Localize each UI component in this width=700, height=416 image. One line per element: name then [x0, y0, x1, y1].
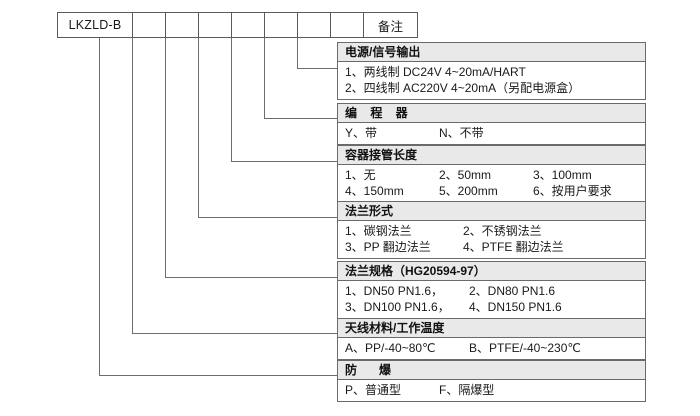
spec-block-explosion-proof: 防 爆 P、普通型 F、隔爆型	[337, 360, 646, 402]
spec-block-flange-type: 法兰形式 1、碳钢法兰 2、不锈钢法兰 3、PP 翻边法兰 4、PTFE 翻边法…	[337, 201, 646, 259]
block-body: 1、碳钢法兰 2、不锈钢法兰 3、PP 翻边法兰 4、PTFE 翻边法兰	[338, 221, 645, 258]
leader-vline-6	[132, 38, 133, 334]
option: 1、两线制 DC24V 4~20mA/HART	[345, 65, 526, 79]
option: B、PTFE/-40~230℃	[469, 341, 581, 355]
block-body: 1、无 2、50mm 3、100mm 4、150mm 5、200mm 6、按用户…	[338, 165, 645, 202]
block-title: 法兰形式	[338, 202, 645, 221]
option-row: Y、带 N、不带	[345, 125, 639, 141]
option: 2、50mm	[439, 168, 492, 182]
spec-block-power-signal-output: 电源/信号输出 1、两线制 DC24V 4~20mA/HART 2、四线制 AC…	[337, 42, 646, 100]
code-cell-remark: 备注	[377, 19, 404, 34]
option-row: A、PP/-40~80℃ B、PTFE/-40~230℃	[345, 340, 639, 356]
option-row: 3、PP 翻边法兰 4、PTFE 翻边法兰	[345, 239, 639, 255]
option: 6、按用户要求	[533, 184, 612, 198]
block-title: 编 程 器	[338, 104, 645, 123]
option: 3、DN100 PN1.6，	[345, 300, 450, 314]
option: Y、带	[345, 126, 378, 140]
option: N、不带	[439, 126, 484, 140]
option: 5、200mm	[439, 184, 498, 198]
block-title: 法兰规格（HG20594-97）	[338, 262, 645, 281]
leader-vline-4	[198, 38, 199, 218]
leader-hline-4	[198, 217, 337, 218]
spec-block-nozzle-length: 容器接管长度 1、无 2、50mm 3、100mm 4、150mm 5、200m…	[337, 145, 646, 203]
leader-hline-3	[231, 161, 337, 162]
leader-vline-5	[165, 38, 166, 278]
code-cell-7	[331, 13, 364, 37]
block-title: 防 爆	[338, 361, 645, 380]
option: 3、PP 翻边法兰	[345, 240, 431, 254]
code-cell-2	[166, 13, 199, 37]
option: 4、150mm	[345, 184, 404, 198]
option: F、隔爆型	[439, 383, 495, 397]
leader-vline-2	[264, 38, 265, 119]
code-cell-5	[265, 13, 298, 37]
option-row: 3、DN100 PN1.6， 4、DN150 PN1.6	[345, 299, 639, 315]
code-cell-3	[199, 13, 232, 37]
block-body: 1、两线制 DC24V 4~20mA/HART 2、四线制 AC220V 4~2…	[338, 62, 645, 99]
option: 1、碳钢法兰	[345, 224, 412, 238]
option-row: 1、DN50 PN1.6， 2、DN80 PN1.6	[345, 283, 639, 299]
option-row: P、普通型 F、隔爆型	[345, 382, 639, 398]
leader-hline-2	[264, 118, 337, 119]
block-body: Y、带 N、不带	[338, 123, 645, 144]
spec-block-antenna-material-temp: 天线材料/工作温度 A、PP/-40~80℃ B、PTFE/-40~230℃	[337, 318, 646, 360]
code-cell-6	[298, 13, 331, 37]
leader-vline-1	[297, 38, 298, 69]
option-row: 1、碳钢法兰 2、不锈钢法兰	[345, 223, 639, 239]
spec-block-programmer: 编 程 器 Y、带 N、不带	[337, 103, 646, 145]
block-title: 容器接管长度	[338, 146, 645, 165]
block-body: P、普通型 F、隔爆型	[338, 380, 645, 401]
option: 3、100mm	[533, 168, 592, 182]
option: 1、无	[345, 168, 376, 182]
block-body: 1、DN50 PN1.6， 2、DN80 PN1.6 3、DN100 PN1.6…	[338, 281, 645, 318]
leader-hline-5	[165, 277, 337, 278]
leader-vline-7	[99, 38, 100, 376]
option-row: 1、无 2、50mm 3、100mm	[345, 167, 639, 183]
leader-hline-6	[132, 333, 337, 334]
option: 2、四线制 AC220V 4~20mA（另配电源盒）	[345, 81, 581, 95]
leader-vline-3	[231, 38, 232, 162]
option: 2、不锈钢法兰	[463, 224, 542, 238]
leader-hline-7	[99, 375, 337, 376]
option: 2、DN80 PN1.6	[469, 284, 556, 298]
code-cell-1	[133, 13, 166, 37]
block-body: A、PP/-40~80℃ B、PTFE/-40~230℃	[338, 338, 645, 359]
model-code-table: LKZLD-B 备注	[57, 12, 418, 38]
option-row: 2、四线制 AC220V 4~20mA（另配电源盒）	[345, 80, 639, 96]
code-cell-model: LKZLD-B	[58, 13, 133, 37]
spec-block-flange-spec: 法兰规格（HG20594-97） 1、DN50 PN1.6， 2、DN80 PN…	[337, 261, 646, 319]
option-row: 4、150mm 5、200mm 6、按用户要求	[345, 183, 639, 199]
option: P、普通型	[345, 383, 402, 397]
option: 4、DN150 PN1.6	[469, 300, 562, 314]
code-cell-4	[232, 13, 265, 37]
option: 4、PTFE 翻边法兰	[463, 240, 564, 254]
option: 1、DN50 PN1.6，	[345, 284, 444, 298]
leader-hline-1	[297, 68, 337, 69]
block-title: 天线材料/工作温度	[338, 319, 645, 338]
block-title: 电源/信号输出	[338, 43, 645, 62]
option: A、PP/-40~80℃	[345, 341, 436, 355]
option-row: 1、两线制 DC24V 4~20mA/HART	[345, 64, 639, 80]
